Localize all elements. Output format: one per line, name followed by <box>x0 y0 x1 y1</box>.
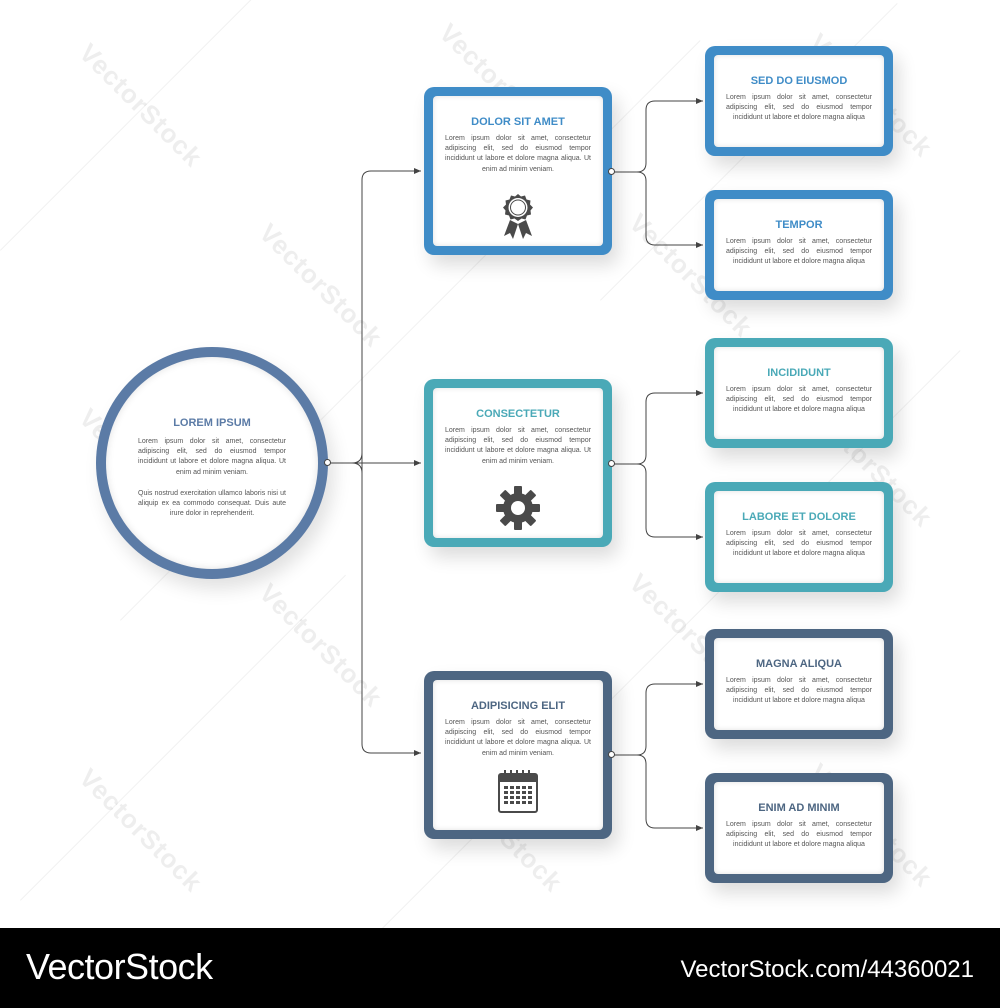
leaf-node-4: LABORE ET DOLORE Lorem ipsum dolor sit a… <box>705 482 893 592</box>
leaf-node-2: TEMPOR Lorem ipsum dolor sit amet, conse… <box>705 190 893 300</box>
footer-bar: VectorStock VectorStock.com/44360021 <box>0 928 1000 1008</box>
mid-node-body: DOLOR SIT AMET Lorem ipsum dolor sit ame… <box>433 96 603 246</box>
leaf-node-title: INCIDIDUNT <box>767 367 831 379</box>
leaf-node-body: MAGNA ALIQUA Lorem ipsum dolor sit amet,… <box>714 638 884 730</box>
connector-dot <box>608 168 615 175</box>
root-node: LOREM IPSUM Lorem ipsum dolor sit amet, … <box>96 347 328 579</box>
leaf-node-body: ENIM AD MINIM Lorem ipsum dolor sit amet… <box>714 782 884 874</box>
mid-node-1: DOLOR SIT AMET Lorem ipsum dolor sit ame… <box>424 87 612 255</box>
mid-node-body: ADIPISICING ELIT Lorem ipsum dolor sit a… <box>433 680 603 830</box>
calendar-icon <box>497 768 539 819</box>
connector-mid-1-to-leaf-1 <box>612 98 703 173</box>
leaf-node-text: Lorem ipsum dolor sit amet, consectetur … <box>726 821 872 849</box>
leaf-node-title: ENIM AD MINIM <box>758 802 840 814</box>
connector-mid-3-to-leaf-6 <box>636 754 703 831</box>
leaf-node-body: INCIDIDUNT Lorem ipsum dolor sit amet, c… <box>714 347 884 439</box>
leaf-node-3: INCIDIDUNT Lorem ipsum dolor sit amet, c… <box>705 338 893 448</box>
root-node-title: LOREM IPSUM <box>173 417 251 429</box>
mid-node-3: ADIPISICING ELIT Lorem ipsum dolor sit a… <box>424 671 612 839</box>
connector-dot <box>608 460 615 467</box>
leaf-node-title: TEMPOR <box>775 219 823 231</box>
root-node-text-2: Quis nostrud exercitation ullamco labori… <box>138 490 286 518</box>
leaf-node-text: Lorem ipsum dolor sit amet, consectetur … <box>726 677 872 705</box>
connector-mid-1-to-leaf-2 <box>636 171 703 248</box>
mid-node-2: CONSECTETUR Lorem ipsum dolor sit amet, … <box>424 379 612 547</box>
mid-node-title: DOLOR SIT AMET <box>471 116 565 128</box>
leaf-node-body: TEMPOR Lorem ipsum dolor sit amet, conse… <box>714 199 884 291</box>
leaf-node-body: LABORE ET DOLORE Lorem ipsum dolor sit a… <box>714 491 884 583</box>
footer-brand: VectorStock <box>26 946 213 987</box>
connector-dot <box>324 459 331 466</box>
connector-mid-2-to-leaf-4 <box>636 463 703 540</box>
leaf-node-text: Lorem ipsum dolor sit amet, consectetur … <box>726 94 872 122</box>
connector-mid-2-to-leaf-3 <box>612 390 703 465</box>
leaf-node-body: SED DO EIUSMOD Lorem ipsum dolor sit ame… <box>714 55 884 147</box>
leaf-node-title: LABORE ET DOLORE <box>742 511 856 523</box>
connector-lines <box>328 98 703 831</box>
connector-root-to-mid-1 <box>361 168 421 181</box>
connector-dot <box>608 751 615 758</box>
root-node-body: LOREM IPSUM Lorem ipsum dolor sit amet, … <box>106 357 318 569</box>
connector-mid-3-to-leaf-5 <box>612 681 703 756</box>
diagram-canvas: VectorStock VectorStock VectorStock Vect… <box>0 0 961 928</box>
mid-node-title: CONSECTETUR <box>476 408 560 420</box>
leaf-node-text: Lorem ipsum dolor sit amet, consectetur … <box>726 530 872 558</box>
leaf-node-text: Lorem ipsum dolor sit amet, consectetur … <box>726 386 872 414</box>
mid-node-text: Lorem ipsum dolor sit amet, consectetur … <box>445 427 591 465</box>
gear-icon <box>494 484 542 537</box>
mid-node-title: ADIPISICING ELIT <box>470 700 566 712</box>
leaf-node-6: ENIM AD MINIM Lorem ipsum dolor sit amet… <box>705 773 893 883</box>
leaf-node-1: SED DO EIUSMOD Lorem ipsum dolor sit ame… <box>705 46 893 156</box>
mid-node-text: Lorem ipsum dolor sit amet, consectetur … <box>445 719 591 757</box>
footer-url: VectorStock.com/44360021 <box>680 956 974 983</box>
mid-node-text: Lorem ipsum dolor sit amet, consectetur … <box>445 135 591 173</box>
connector-root-to-mid-3 <box>361 180 421 756</box>
leaf-node-title: MAGNA ALIQUA <box>756 658 842 670</box>
root-node-text: Lorem ipsum dolor sit amet, consectetur … <box>138 438 286 476</box>
leaf-node-5: MAGNA ALIQUA Lorem ipsum dolor sit amet,… <box>705 629 893 739</box>
leaf-node-text: Lorem ipsum dolor sit amet, consectetur … <box>726 238 872 266</box>
leaf-node-title: SED DO EIUSMOD <box>750 75 848 87</box>
award-ribbon-icon <box>500 192 536 245</box>
mid-node-body: CONSECTETUR Lorem ipsum dolor sit amet, … <box>433 388 603 538</box>
